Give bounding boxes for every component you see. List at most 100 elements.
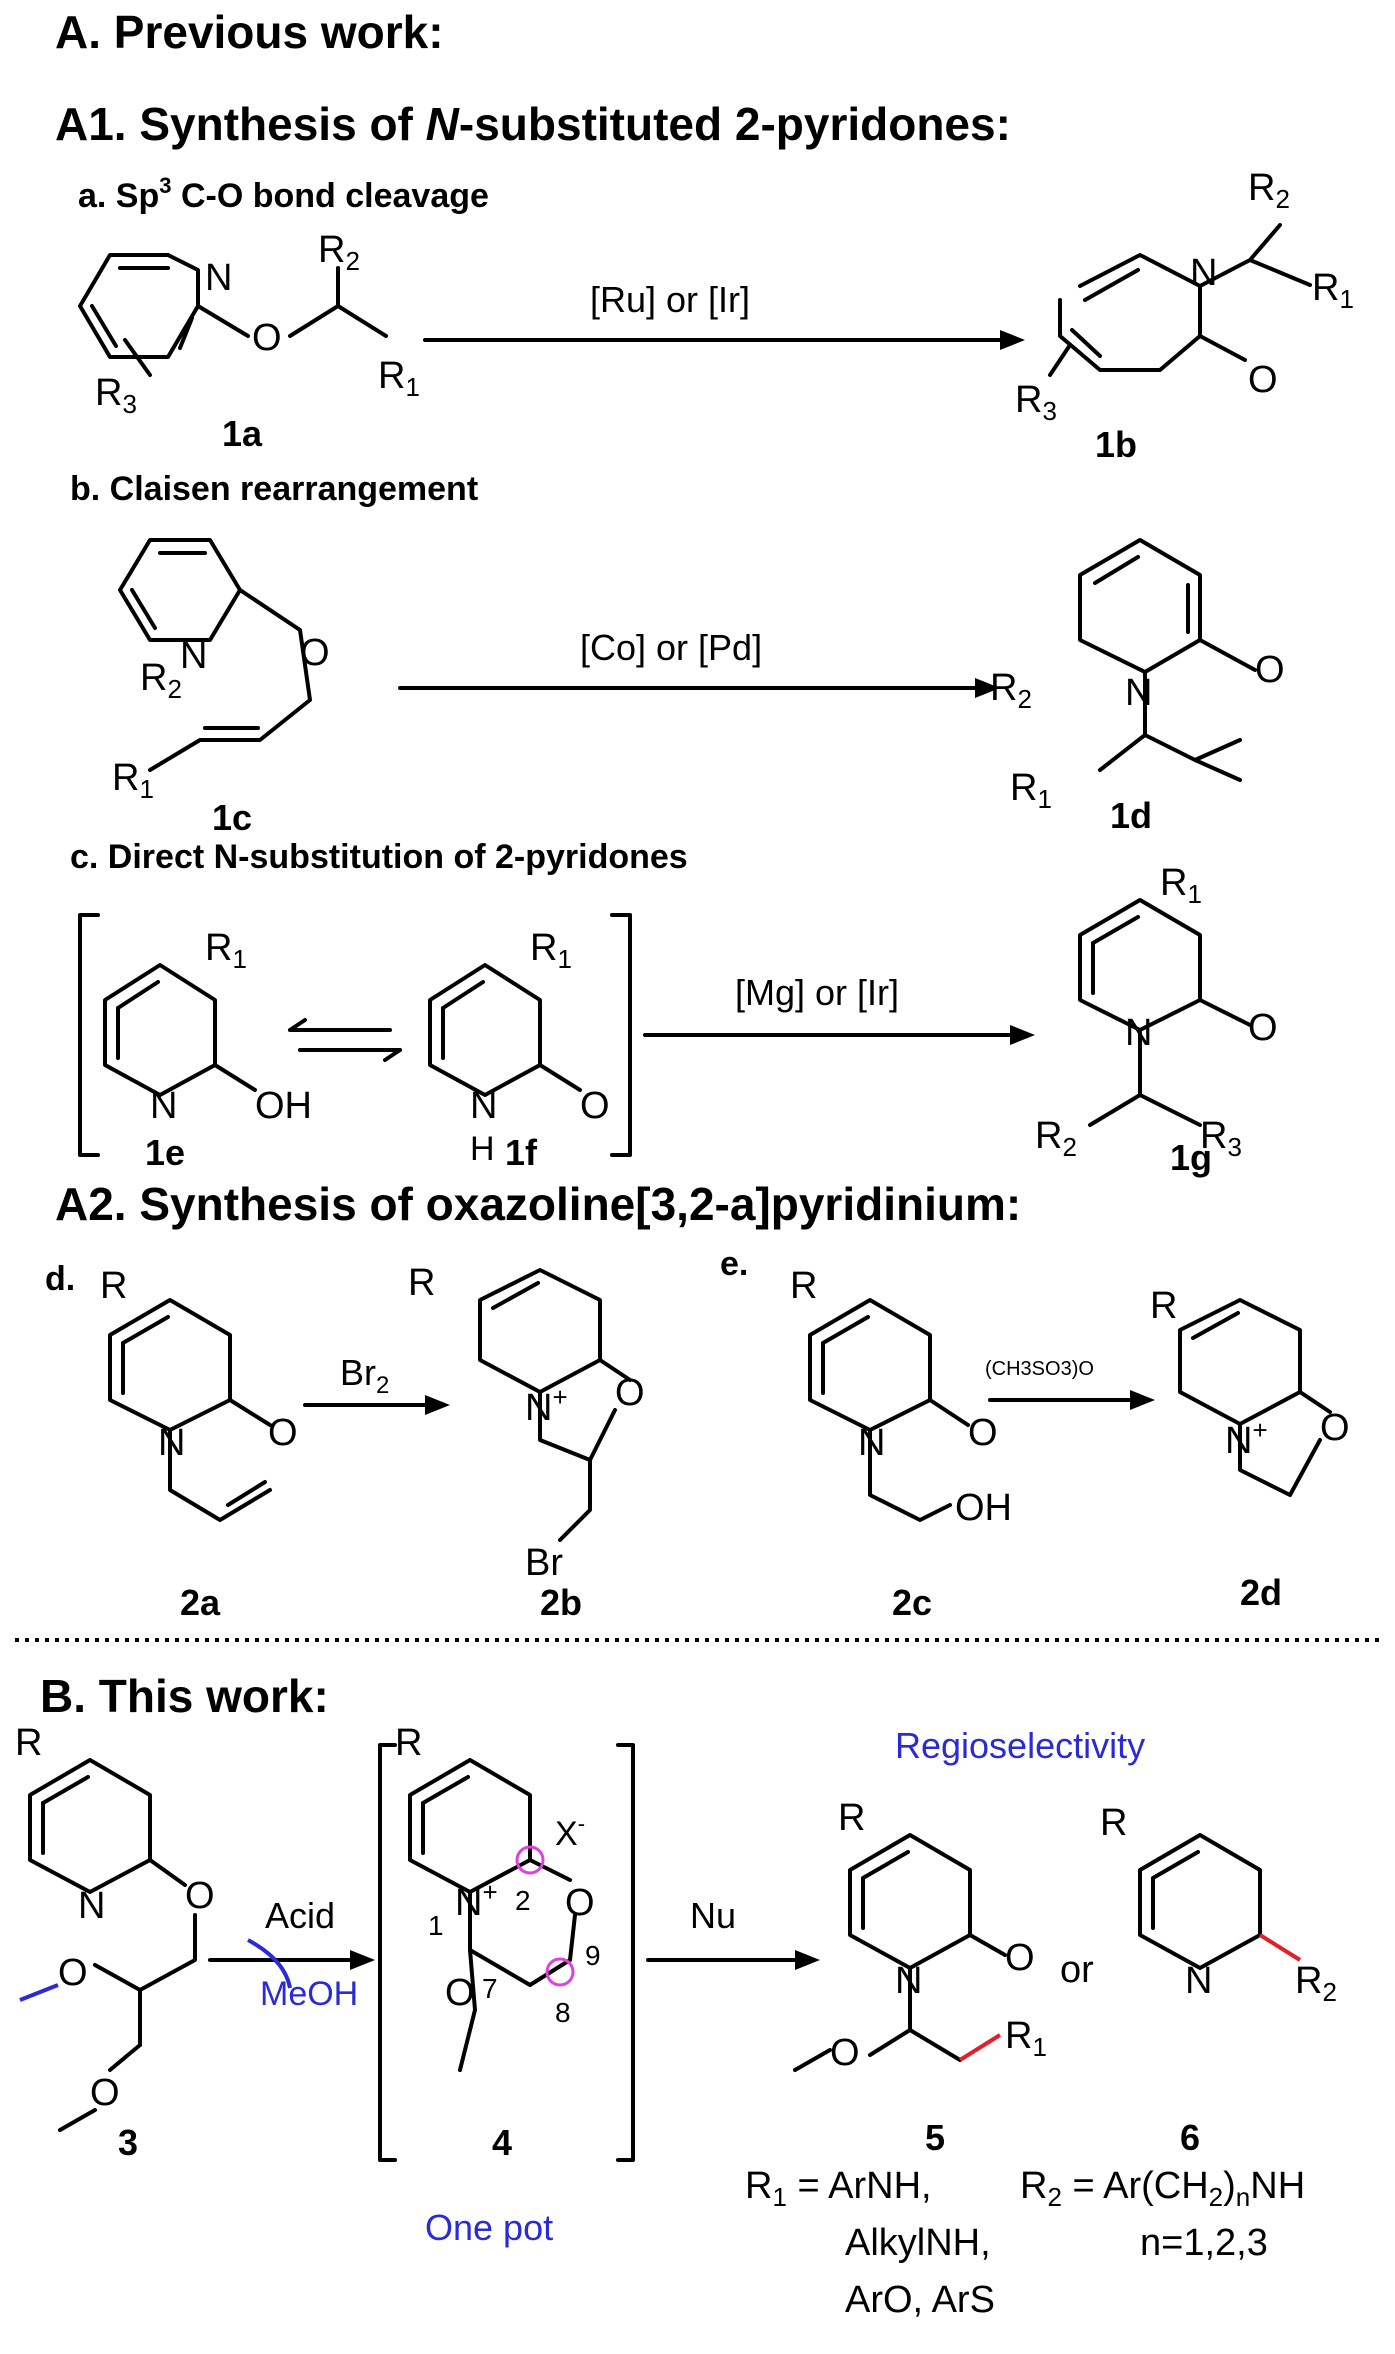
reagent-nu: Nu xyxy=(690,1895,736,1936)
ring-number-2: 2 xyxy=(515,1885,531,1916)
compound-1b: N O R2 R1 R3 1b xyxy=(1015,167,1354,465)
arrowhead-e xyxy=(1130,1390,1155,1410)
compound-2b: N+ O R Br 2b xyxy=(408,1262,645,1623)
atom-o: O xyxy=(300,632,330,674)
atom-o: O xyxy=(252,317,282,359)
substituent-r3: R3 xyxy=(1015,379,1057,426)
atom-o: O xyxy=(565,1882,595,1924)
substituent-r: R xyxy=(395,1722,422,1764)
route-e-label: e. xyxy=(720,1245,748,1283)
bracket-left-b xyxy=(378,1743,397,2162)
label-2a: 2a xyxy=(180,1582,221,1623)
atom-o: O xyxy=(1320,1407,1350,1449)
atom-n: N xyxy=(1190,252,1217,294)
r1-definition-line2: AlkylNH, xyxy=(845,2222,991,2264)
atom-oh: OH xyxy=(955,1487,1012,1529)
atom-o: O xyxy=(968,1412,998,1454)
atom-n: N xyxy=(158,1422,185,1464)
arrowhead-c xyxy=(1010,1025,1035,1045)
section-a1-title: A1. Synthesis of N-substituted 2-pyridon… xyxy=(55,98,1011,150)
label-6: 6 xyxy=(1180,2117,1200,2158)
atom-o: O xyxy=(268,1412,298,1454)
atom-o-methoxy: O xyxy=(830,2032,860,2074)
ring-number-9: 9 xyxy=(585,1940,601,1971)
label-2c: 2c xyxy=(892,1582,932,1623)
ring-number-8: 8 xyxy=(555,1997,571,2028)
label-5: 5 xyxy=(925,2117,945,2158)
route-d-label: d. xyxy=(45,1260,75,1298)
atom-n: N xyxy=(1185,1960,1212,2002)
substituent-r1: R1 xyxy=(205,927,247,974)
or-label: or xyxy=(1060,1949,1094,1991)
substituent-r1: R1 xyxy=(112,757,154,804)
atom-n: N xyxy=(78,1885,105,1927)
substituent-r1: R1 xyxy=(378,355,420,402)
atom-o: O xyxy=(1248,1007,1278,1049)
highlight-c2 xyxy=(515,1845,545,1875)
atom-oh: OH xyxy=(255,1085,312,1127)
arrowhead-a xyxy=(1000,330,1025,350)
label-1a: 1a xyxy=(222,413,263,454)
section-b-title: B. This work: xyxy=(40,1670,329,1722)
compound-1e: N OH R1 1e xyxy=(103,927,312,1173)
arrowhead-acid xyxy=(350,1950,375,1970)
substituent-r: R xyxy=(100,1265,127,1307)
compound-2a: N O R 2a xyxy=(100,1265,298,1623)
atom-n: N+ xyxy=(1225,1415,1268,1462)
compound-3: N O O O R 3 xyxy=(15,1722,215,2163)
substituent-r2: R2 xyxy=(140,657,182,704)
substituent-r3: R3 xyxy=(1200,1115,1242,1162)
substituent-r3: R3 xyxy=(95,372,137,419)
atom-n: N xyxy=(1125,1012,1152,1054)
compound-1d: N O R2 R1 1d xyxy=(990,538,1285,836)
atom-o: O xyxy=(1248,359,1278,401)
product-6: N R2 R 6 xyxy=(1100,1802,1337,2158)
atom-n: N xyxy=(470,1085,497,1127)
arrowhead-b xyxy=(975,678,1000,698)
section-a2-title: A2. Synthesis of oxazoline[3,2-a]pyridin… xyxy=(55,1178,1021,1230)
ring-number-7: 7 xyxy=(482,1973,498,2004)
reagent-c: [Mg] or [Ir] xyxy=(735,972,899,1013)
substituent-r1: R1 xyxy=(1005,2015,1047,2062)
reagent-e: (CH3SO3)O xyxy=(985,1358,1094,1380)
atom-h: H xyxy=(470,1130,495,1168)
atom-o: O xyxy=(615,1372,645,1414)
compound-2d: N+ O R 2d xyxy=(1150,1285,1350,1613)
substituent-r: R xyxy=(15,1722,42,1764)
substituent-r2: R2 xyxy=(1035,1115,1077,1162)
compound-1g: N O R1 R2 R3 1g xyxy=(1035,862,1278,1178)
r2-definition-line2: n=1,2,3 xyxy=(1140,2222,1268,2264)
reagent-a: [Ru] or [Ir] xyxy=(590,279,750,320)
atom-o-methoxy: O xyxy=(90,2072,120,2114)
bracket-left xyxy=(78,913,100,1157)
atom-n: N xyxy=(205,257,232,299)
atom-o: O xyxy=(185,1875,215,1917)
route-b-label: b. Claisen rearrangement xyxy=(70,470,478,508)
compound-1f: N H O R1 1f xyxy=(428,927,610,1173)
substituent-r1: R1 xyxy=(1312,267,1354,314)
atom-o-methoxy: O xyxy=(445,1972,475,2014)
byproduct-meoh: MeOH xyxy=(260,1975,358,2013)
atom-o: O xyxy=(580,1085,610,1127)
atom-n: N xyxy=(895,1960,922,2002)
label-4: 4 xyxy=(492,2122,512,2163)
atom-n: N xyxy=(1125,672,1152,714)
compound-1c: N O R2 R1 1c xyxy=(112,538,330,838)
one-pot-label: One pot xyxy=(425,2207,553,2248)
section-a-title: A. Previous work: xyxy=(55,6,444,58)
bracket-right xyxy=(610,913,632,1157)
product-5: N O O R1 R 5 xyxy=(793,1797,1047,2158)
label-3: 3 xyxy=(118,2122,138,2163)
substituent-r2: R2 xyxy=(1248,167,1290,214)
label-1g: 1g xyxy=(1170,1137,1212,1178)
equilibrium-arrows xyxy=(288,1028,402,1052)
substituent-r: R xyxy=(790,1265,817,1307)
atom-n: N xyxy=(180,635,207,677)
regioselectivity-label: Regioselectivity xyxy=(895,1725,1145,1766)
compound-1a: N O R2 R1 R3 1a xyxy=(78,229,420,454)
reagent-d: Br2 xyxy=(340,1352,389,1399)
atom-n: N+ xyxy=(455,1877,498,1924)
atom-o: O xyxy=(1005,1937,1035,1979)
